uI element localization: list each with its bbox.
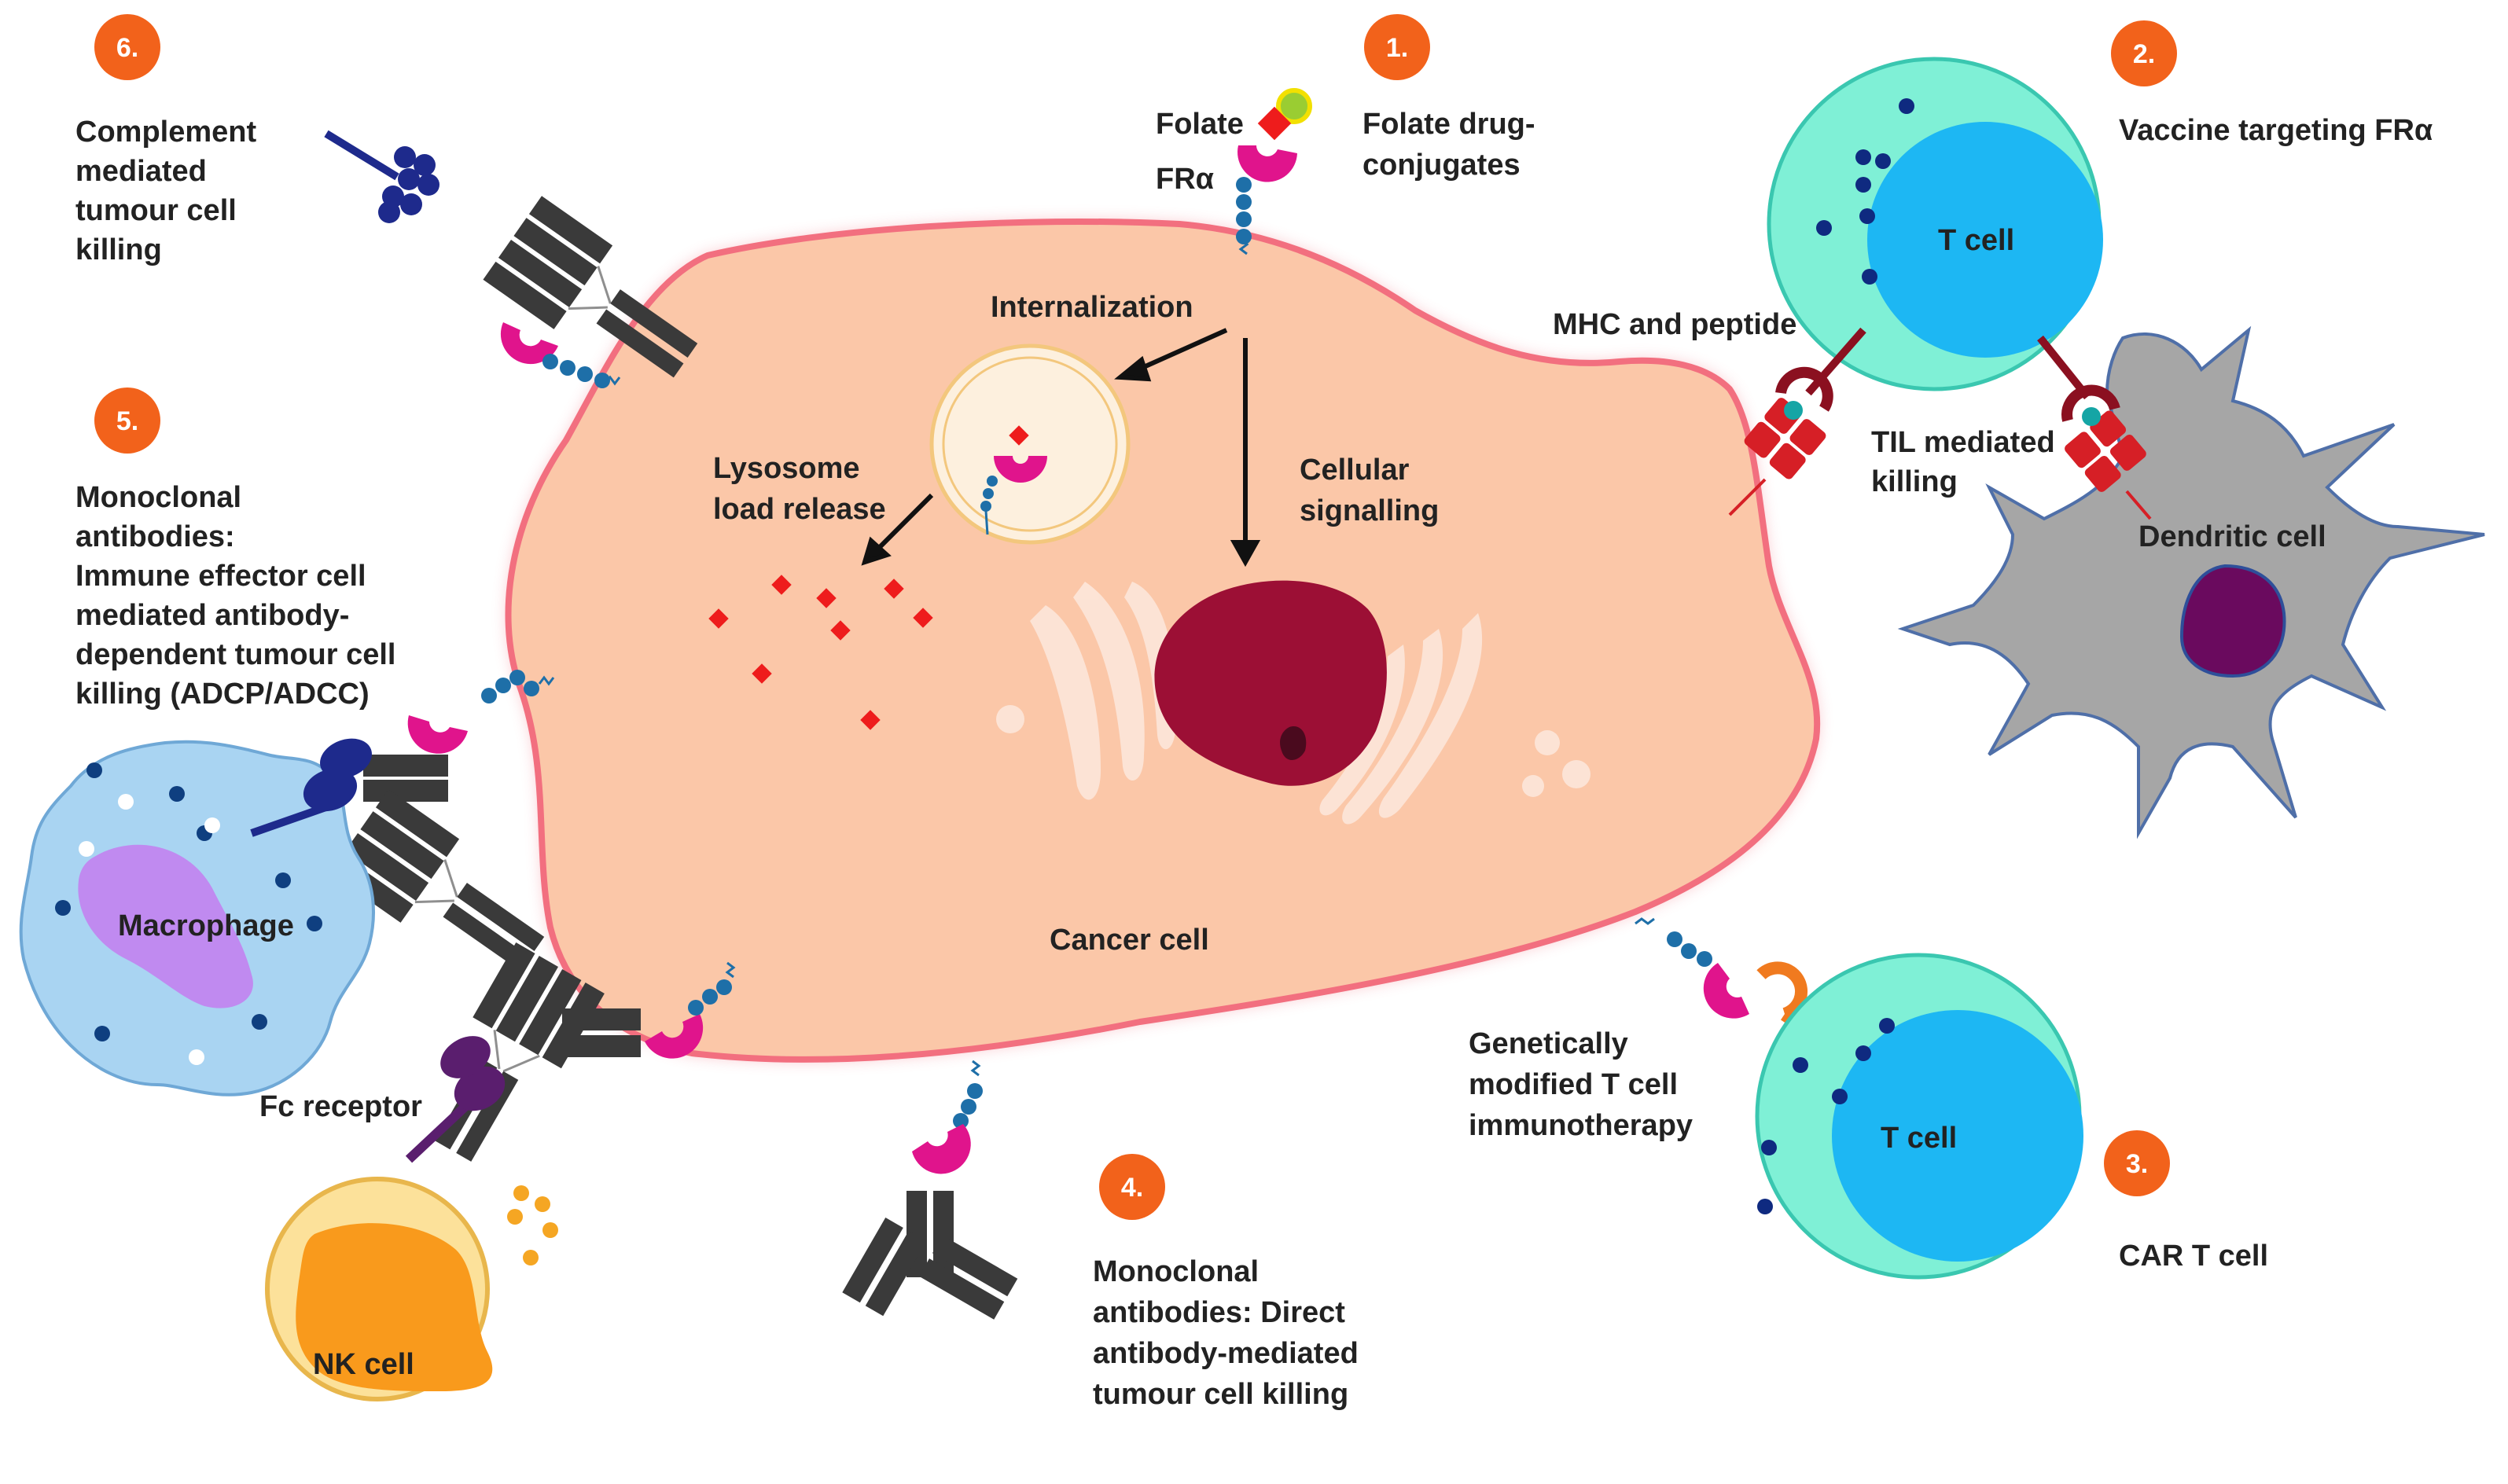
label-dendritic: Dendritic cell bbox=[2138, 520, 2326, 553]
label-mab4-1: Monoclonal bbox=[1093, 1255, 1259, 1288]
car-t-cell bbox=[1755, 953, 2083, 1280]
label-complement-3: tumour cell bbox=[75, 194, 237, 227]
label-mab4-3: antibody-mediated bbox=[1093, 1337, 1359, 1370]
label-complement-4: killing bbox=[75, 233, 162, 266]
badge-5: 5. bbox=[94, 388, 160, 454]
label-complement-1: Complement bbox=[75, 116, 256, 149]
label-lysosome-1: Lysosome bbox=[713, 452, 860, 485]
label-lysosome-2: load release bbox=[713, 493, 886, 526]
svg-text:2.: 2. bbox=[2133, 39, 2155, 69]
badge-6: 6. bbox=[94, 14, 160, 80]
label-cancer-cell: Cancer cell bbox=[1050, 924, 1209, 957]
label-vaccine: Vaccine targeting FRα bbox=[2119, 114, 2433, 147]
label-macrophage: Macrophage bbox=[118, 909, 294, 942]
label-gm-3: immunotherapy bbox=[1469, 1109, 1693, 1142]
label-fra: FRα bbox=[1156, 163, 1214, 196]
label-mab5-2: antibodies: bbox=[75, 520, 235, 553]
badge-4: 4. bbox=[1099, 1154, 1165, 1220]
svg-text:1.: 1. bbox=[1386, 33, 1408, 63]
label-gm-2: modified T cell bbox=[1469, 1068, 1678, 1101]
label-mab4-2: antibodies: Direct bbox=[1093, 1296, 1345, 1329]
label-folate: Folate bbox=[1156, 108, 1244, 141]
label-mhc-peptide: MHC and peptide bbox=[1553, 308, 1796, 341]
label-nk-cell: NK cell bbox=[313, 1348, 414, 1381]
label-mab4-4: tumour cell killing bbox=[1093, 1378, 1348, 1411]
complement-antibody bbox=[324, 130, 717, 403]
svg-text:3.: 3. bbox=[2126, 1149, 2148, 1179]
folate-receptor-top bbox=[1236, 88, 1312, 255]
label-mab5-5: dependent tumour cell bbox=[75, 638, 395, 671]
label-mab5-6: killing (ADCP/ADCC) bbox=[75, 678, 370, 711]
label-signalling-1: Cellular bbox=[1300, 454, 1410, 487]
label-car-t: CAR T cell bbox=[2119, 1240, 2268, 1273]
mhc-peptide-right bbox=[2037, 335, 2152, 520]
vaccine-t-cell bbox=[1767, 57, 2103, 391]
nk-cell bbox=[265, 1036, 558, 1401]
badge-3: 3. bbox=[2104, 1130, 2170, 1196]
label-t-cell-top: T cell bbox=[1938, 224, 2014, 257]
svg-text:4.: 4. bbox=[1121, 1173, 1143, 1203]
svg-text:5.: 5. bbox=[116, 406, 138, 436]
macrophage bbox=[19, 738, 375, 1096]
lysosome bbox=[929, 343, 1131, 545]
process-arrows bbox=[861, 328, 1261, 568]
label-mab5-3: Immune effector cell bbox=[75, 560, 366, 593]
nk-antibody bbox=[408, 941, 736, 1179]
label-mab5-1: Monoclonal bbox=[75, 481, 241, 514]
label-til-1: TIL mediated bbox=[1871, 426, 2055, 459]
label-gm-1: Genetically bbox=[1469, 1027, 1628, 1060]
label-mab5-4: mediated antibody- bbox=[75, 599, 349, 632]
label-fc-receptor: Fc receptor bbox=[259, 1090, 422, 1123]
label-til-2: killing bbox=[1871, 465, 1958, 498]
nucleus bbox=[1154, 580, 1387, 786]
badge-1: 1. bbox=[1364, 14, 1430, 80]
label-signalling-2: signalling bbox=[1300, 494, 1439, 527]
svg-text:6.: 6. bbox=[116, 33, 138, 63]
badge-2: 2. bbox=[2111, 20, 2177, 86]
macrophage-antibody bbox=[328, 670, 564, 997]
label-complement-2: mediated bbox=[75, 155, 207, 188]
mhc-peptide-left bbox=[1728, 327, 1866, 516]
direct-antibody bbox=[842, 1060, 1018, 1320]
label-folate-drug-2: conjugates bbox=[1362, 149, 1521, 182]
dendritic-cell bbox=[1897, 325, 2485, 839]
label-t-cell-bottom: T cell bbox=[1881, 1122, 1957, 1155]
label-folate-drug-1: Folate drug- bbox=[1362, 108, 1535, 141]
label-internalization: Internalization bbox=[991, 291, 1193, 324]
